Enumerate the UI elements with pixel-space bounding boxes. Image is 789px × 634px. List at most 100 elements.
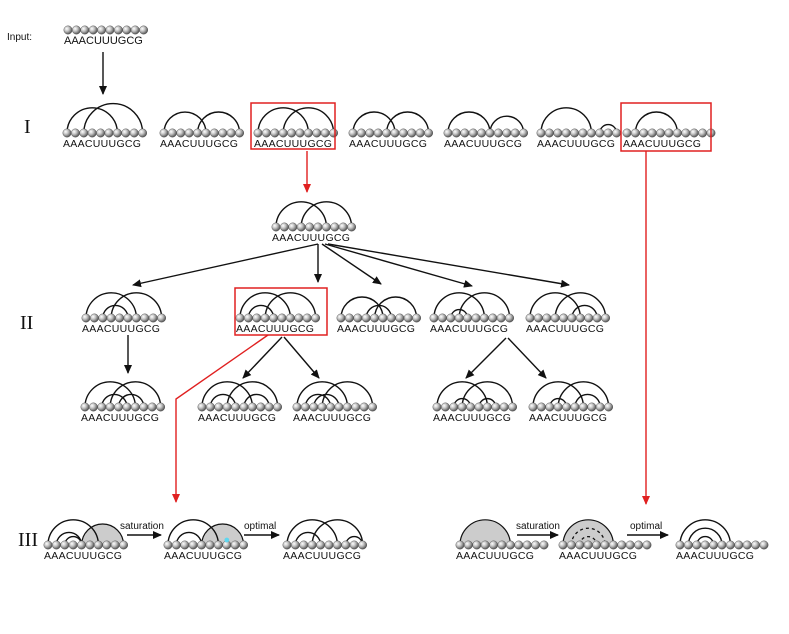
nucleotide-bead bbox=[60, 540, 70, 550]
nucleotide-bead bbox=[90, 313, 99, 323]
nucleotide-bead bbox=[474, 402, 484, 412]
nucleotide-bead bbox=[94, 540, 103, 550]
nucleotide-bead bbox=[698, 128, 707, 138]
nucleotide-bead bbox=[625, 540, 635, 550]
nucleotide-bead bbox=[163, 540, 173, 550]
base-pair-arc bbox=[679, 519, 732, 546]
nucleotide-bead bbox=[239, 402, 249, 412]
base-pair-arc bbox=[109, 381, 162, 408]
nucleotide-bead bbox=[43, 540, 53, 550]
nucleotide-bead bbox=[114, 25, 123, 35]
base-pair-arc bbox=[275, 201, 328, 228]
selection-paths bbox=[172, 151, 650, 505]
nucleotide-bead bbox=[472, 540, 482, 550]
structure-III-right-initial: AAACUUUGCG bbox=[455, 519, 549, 562]
nucleotide-bead bbox=[437, 313, 447, 323]
sequence-label: AAACUUUGCG bbox=[283, 550, 361, 562]
nucleotide-bead bbox=[634, 540, 643, 550]
nucleotide-bead bbox=[604, 402, 613, 412]
structure-II-1: AAACUUUGCG bbox=[81, 292, 167, 335]
structure-expanded: AAACUUUGCG bbox=[271, 201, 356, 244]
nucleotide-bead bbox=[72, 25, 81, 35]
nucleotide-bead bbox=[407, 128, 417, 138]
base-pair-arc bbox=[687, 527, 723, 546]
nucleotide-bead bbox=[290, 540, 300, 550]
nucleotide-bead bbox=[531, 540, 540, 550]
nucleotide-bead bbox=[579, 402, 588, 412]
nucleotide-bead bbox=[689, 128, 699, 138]
nucleotide-bead bbox=[463, 540, 473, 550]
nucleotide-bead bbox=[269, 313, 278, 323]
nucleotide-bead bbox=[578, 128, 588, 138]
nucleotide-bead bbox=[463, 313, 472, 323]
nucleotide-bead bbox=[681, 128, 691, 138]
nucleotide-bead bbox=[499, 402, 509, 412]
nucleotide-bead bbox=[235, 313, 245, 323]
sequence-label: AAACUUUGCG bbox=[537, 138, 615, 150]
sequence-label: AAACUUUGCG bbox=[456, 550, 534, 562]
nucleotide-bead bbox=[87, 128, 97, 138]
nucleotide-bead bbox=[113, 128, 122, 138]
nucleotide-bead bbox=[612, 128, 621, 138]
optimal-label-right: optimal bbox=[630, 521, 662, 532]
nucleotide-bead bbox=[734, 540, 744, 550]
nucleotide-bead bbox=[647, 128, 657, 138]
nucleotide-bead bbox=[184, 128, 194, 138]
nucleotide-bead bbox=[320, 128, 330, 138]
nucleotide-bead bbox=[446, 313, 456, 323]
structure-I-5: AAACUUUGCG bbox=[443, 111, 528, 150]
nucleotide-bead bbox=[80, 25, 90, 35]
structure-I-4: AAACUUUGCG bbox=[348, 111, 433, 150]
nucleotide-bead bbox=[639, 128, 649, 138]
saturation-label-left: saturation bbox=[120, 521, 164, 532]
structure-II-child-4: AAACUUUGCG bbox=[432, 381, 517, 424]
nucleotide-bead bbox=[278, 128, 288, 138]
nucleotide-bead bbox=[717, 540, 727, 550]
nucleotide-bead bbox=[121, 128, 131, 138]
nucleotide-bead bbox=[539, 540, 549, 550]
nucleotide-bead bbox=[131, 313, 141, 323]
nucleotide-bead bbox=[130, 25, 140, 35]
nucleotide-bead bbox=[567, 540, 576, 550]
sequence-label: AAACUUUGCG bbox=[430, 323, 508, 335]
saturation-label-right: saturation bbox=[516, 521, 560, 532]
nucleotide-bead bbox=[313, 222, 323, 232]
nucleotide-bead bbox=[390, 128, 400, 138]
nucleotide-bead bbox=[466, 402, 475, 412]
nucleotide-bead bbox=[348, 128, 358, 138]
base-pair-arc bbox=[557, 381, 610, 408]
nucleotide-bead bbox=[68, 540, 78, 550]
nucleotide-bead bbox=[239, 540, 249, 550]
nucleotide-bead bbox=[368, 402, 377, 412]
nucleotide-bead bbox=[122, 402, 132, 412]
highlight-box-II-2 bbox=[234, 287, 328, 336]
nucleotide-bead bbox=[316, 540, 325, 550]
candidate-pair-arc bbox=[570, 527, 606, 546]
highlight-dot bbox=[224, 537, 230, 543]
nucleotide-bead bbox=[222, 402, 232, 412]
structure-I-2: AAACUUUGCG bbox=[159, 111, 245, 150]
base-pair-arc bbox=[102, 304, 129, 319]
nucleotide-bead bbox=[353, 313, 363, 323]
nucleotide-bead bbox=[341, 540, 351, 550]
base-pair-arc bbox=[540, 107, 593, 134]
nucleotide-bead bbox=[553, 128, 563, 138]
nucleotide-bead bbox=[601, 313, 610, 323]
nucleotide-bead bbox=[79, 128, 89, 138]
nucleotide-bead bbox=[159, 128, 169, 138]
nucleotide-bead bbox=[235, 128, 245, 138]
nucleotide-bead bbox=[471, 313, 481, 323]
sequence-label: AAACUUUGCG bbox=[293, 412, 371, 424]
nucleotide-bead bbox=[270, 128, 280, 138]
nucleotide-bead bbox=[356, 128, 366, 138]
arrow-mid-to-II-4 bbox=[324, 243, 473, 288]
sequence-label: AAACUUUGCG bbox=[623, 138, 701, 150]
nucleotide-bead bbox=[279, 222, 289, 232]
nucleotide-bead bbox=[592, 540, 601, 550]
structure-II-child-5: AAACUUUGCG bbox=[528, 381, 613, 424]
nucleotide-bead bbox=[386, 313, 396, 323]
nucleotide-bead bbox=[205, 402, 215, 412]
nucleotide-bead bbox=[299, 540, 309, 550]
nucleotide-bead bbox=[505, 540, 515, 550]
nucleotide-bead bbox=[347, 222, 356, 232]
